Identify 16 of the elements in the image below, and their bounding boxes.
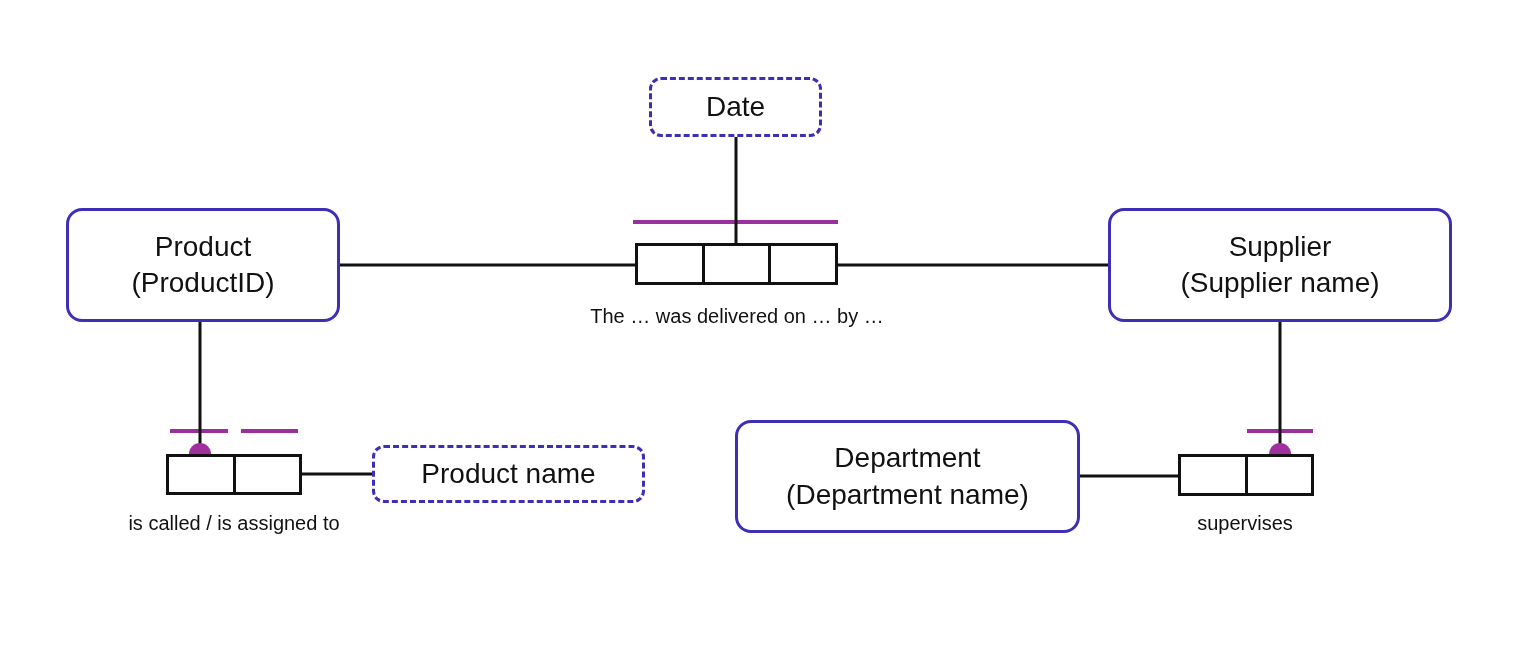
connector-line <box>838 263 1108 267</box>
fact-reading: supervises <box>1197 512 1293 535</box>
value-box: Date <box>649 77 822 137</box>
connector-line <box>340 263 635 267</box>
connector-line <box>302 472 372 476</box>
entity-box: Supplier (Supplier name) <box>1108 208 1452 322</box>
connector-line <box>1080 474 1178 478</box>
fact-reading: The … was delivered on … by … <box>590 305 884 328</box>
fact-reading: is called / is assigned to <box>128 512 340 535</box>
entity-box: Product (ProductID) <box>66 208 340 322</box>
connector-line <box>734 137 738 243</box>
fact-type-box <box>1178 454 1314 496</box>
fact-type-box <box>635 243 838 285</box>
entity-box: Department (Department name) <box>735 420 1080 533</box>
fact-type-box <box>166 454 302 495</box>
value-box: Product name <box>372 445 645 503</box>
